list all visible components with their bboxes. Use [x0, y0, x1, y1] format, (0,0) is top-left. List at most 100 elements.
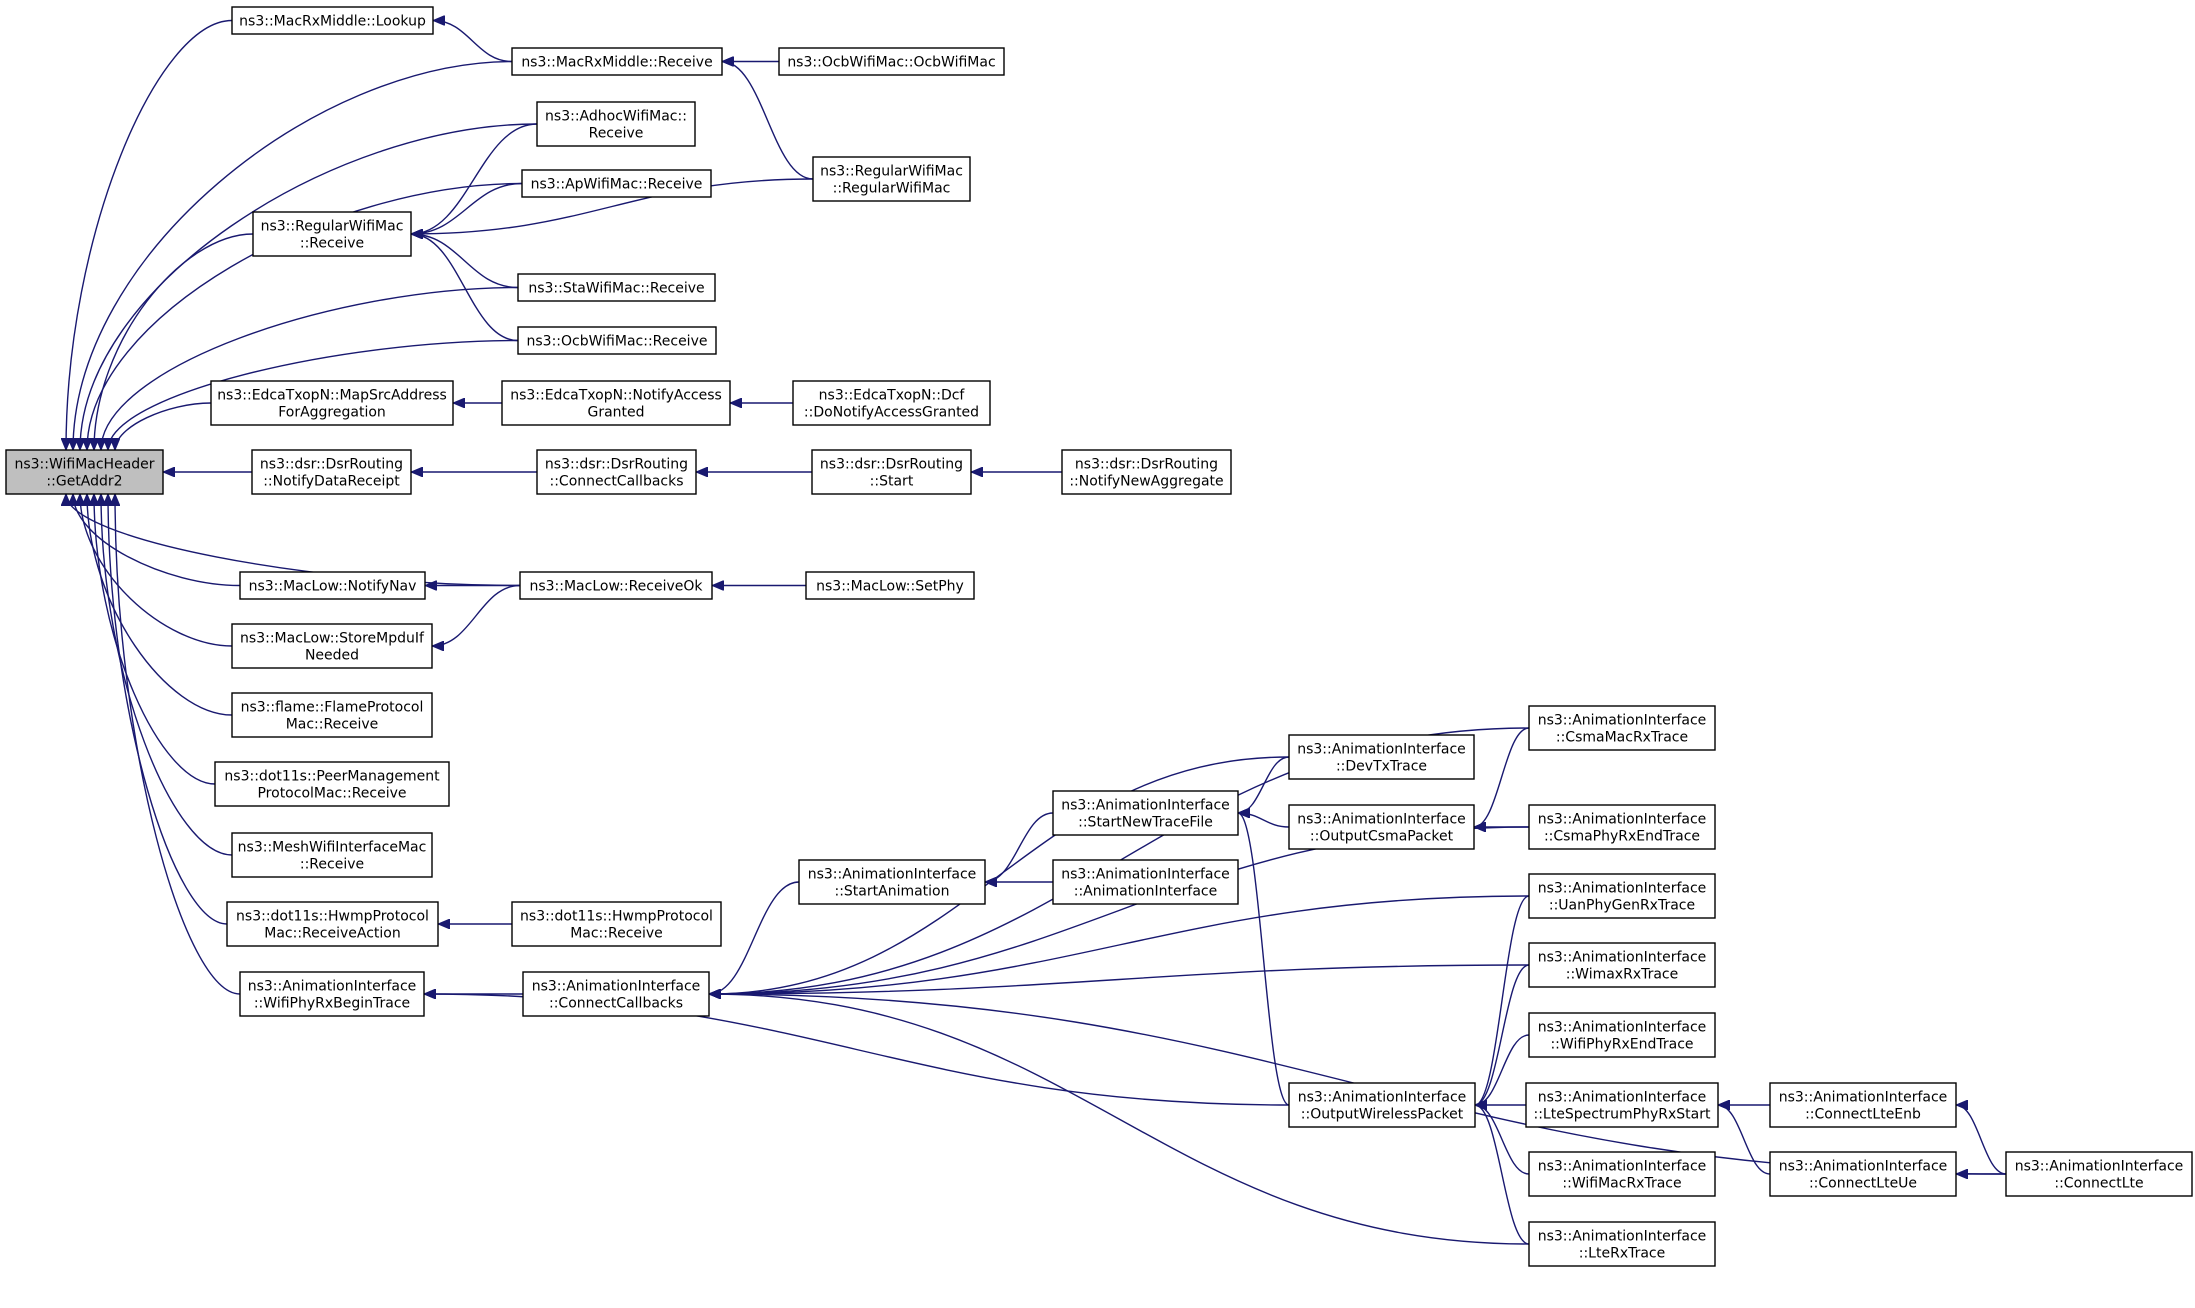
node-regular_ctor[interactable]: ns3::RegularWifiMac::RegularWifiMac: [812, 156, 971, 202]
edge-ocb_recv-to-regular_recv: [411, 234, 519, 342]
node-maclow_setphy[interactable]: ns3::MacLow::SetPhy: [805, 571, 975, 600]
node-box: [792, 380, 991, 426]
edge-anim_lte-to-anim_lteenb: [1955, 1105, 2007, 1175]
node-label-line: ns3::AnimationInterface: [532, 979, 701, 995]
node-label-line: ns3::AnimationInterface: [1061, 867, 1230, 883]
node-regular_recv[interactable]: ns3::RegularWifiMac::Receive: [252, 211, 412, 257]
node-label-line: ::NotifyNewAggregate: [1069, 474, 1223, 490]
node-anim_csmaphyrx[interactable]: ns3::AnimationInterface::CsmaPhyRxEndTra…: [1528, 804, 1716, 850]
node-label-line: ns3::dot11s::HwmpProtocol: [520, 909, 713, 925]
edge-anim_devtx-to-anim_connect: [709, 756, 1290, 994]
edge-anim_wifirxbegin-to-getaddr2: [115, 494, 241, 995]
node-box: [778, 47, 1005, 76]
node-ap_recv[interactable]: ns3::ApWifiMac::Receive: [521, 169, 712, 198]
node-label-line: ns3::AnimationInterface: [248, 979, 417, 995]
node-label-line: ::ConnectCallbacks: [549, 996, 683, 1012]
node-box: [226, 901, 439, 947]
node-sta_recv[interactable]: ns3::StaWifiMac::Receive: [517, 273, 716, 302]
edge-regular_ctor-to-rxm_receive: [722, 62, 814, 180]
node-label-line: Granted: [587, 405, 644, 421]
node-box: [812, 156, 971, 202]
node-label-line: ns3::ApWifiMac::Receive: [531, 177, 703, 193]
node-box: [521, 169, 712, 198]
node-dsr_start[interactable]: ns3::dsr::DsrRouting::Start: [811, 449, 972, 495]
node-ocb_ctor[interactable]: ns3::OcbWifiMac::OcbWifiMac: [778, 47, 1005, 76]
edge-mesh_recv-to-getaddr2: [101, 494, 233, 856]
node-anim_ltespec[interactable]: ns3::AnimationInterface::LteSpectrumPhyR…: [1525, 1082, 1719, 1128]
node-anim_wifirxbegin[interactable]: ns3::AnimationInterface::WifiPhyRxBeginT…: [239, 971, 425, 1017]
node-label-line: ns3::MacLow::ReceiveOk: [529, 579, 703, 595]
node-label-line: ns3::dot11s::PeerManagement: [224, 769, 440, 785]
node-anim_lteue[interactable]: ns3::AnimationInterface::ConnectLteUe: [1769, 1151, 1957, 1197]
node-box: [1528, 705, 1716, 751]
node-label-line: ::LteSpectrumPhyRxStart: [1534, 1107, 1712, 1123]
edge-anim_wimax-to-anim_connect: [709, 964, 1530, 994]
node-maclow_rxok[interactable]: ns3::MacLow::ReceiveOk: [519, 571, 713, 600]
node-label-line: ns3::AnimationInterface: [1538, 812, 1707, 828]
node-anim_lte[interactable]: ns3::AnimationInterface::ConnectLte: [2005, 1151, 2193, 1197]
node-edca_map[interactable]: ns3::EdcaTxopN::MapSrcAddressForAggregat…: [210, 380, 454, 426]
node-anim_connect[interactable]: ns3::AnimationInterface::ConnectCallback…: [522, 971, 710, 1017]
node-dsr_connect[interactable]: ns3::dsr::DsrRouting::ConnectCallbacks: [536, 449, 697, 495]
node-anim_start[interactable]: ns3::AnimationInterface::StartAnimation: [798, 859, 986, 905]
node-anim_wirelesspkt[interactable]: ns3::AnimationInterface::OutputWirelessP…: [1288, 1082, 1476, 1128]
node-box: [231, 623, 433, 669]
node-label-line: ::DoNotifyAccessGranted: [804, 405, 979, 421]
node-peer_recv[interactable]: ns3::dot11s::PeerManagementProtocolMac::…: [214, 761, 450, 807]
node-anim_uan[interactable]: ns3::AnimationInterface::UanPhyGenRxTrac…: [1528, 873, 1716, 919]
node-anim_lterx[interactable]: ns3::AnimationInterface::LteRxTrace: [1528, 1221, 1716, 1267]
node-label-line: ns3::EdcaTxopN::MapSrcAddress: [217, 388, 447, 404]
node-anim_lteenb[interactable]: ns3::AnimationInterface::ConnectLteEnb: [1769, 1082, 1957, 1128]
edge-sta_recv-to-regular_recv: [411, 234, 519, 289]
node-ocb_recv[interactable]: ns3::OcbWifiMac::Receive: [517, 326, 717, 355]
node-maclow_nav[interactable]: ns3::MacLow::NotifyNav: [239, 571, 426, 600]
node-anim_wifimacrx[interactable]: ns3::AnimationInterface::WifiMacRxTrace: [1528, 1151, 1716, 1197]
edge-adhoc_recv-to-regular_recv: [411, 123, 538, 234]
node-anim_wimax[interactable]: ns3::AnimationInterface::WimaxRxTrace: [1528, 942, 1716, 988]
node-rxm_receive[interactable]: ns3::MacRxMiddle::Receive: [511, 47, 723, 76]
node-dsr_newagg[interactable]: ns3::dsr::DsrRouting::NotifyNewAggregate: [1061, 449, 1232, 495]
edge-anim_csmaphyrx-to-anim_connect: [709, 826, 1530, 994]
node-label-line: ns3::AnimationInterface: [1297, 742, 1466, 758]
node-label-line: ns3::MeshWifiInterfaceMac: [238, 840, 427, 856]
node-anim_newtrace[interactable]: ns3::AnimationInterface::StartNewTraceFi…: [1052, 790, 1239, 836]
node-dsr_notify[interactable]: ns3::dsr::DsrRouting::NotifyDataReceipt: [251, 449, 412, 495]
edge-anim_devtx-to-anim_newtrace: [1237, 756, 1290, 813]
node-anim_ctor[interactable]: ns3::AnimationInterface::AnimationInterf…: [1052, 859, 1239, 905]
edge-adhoc_recv-to-getaddr2: [80, 123, 538, 450]
node-anim_devtx[interactable]: ns3::AnimationInterface::DevTxTrace: [1288, 734, 1475, 780]
node-label-line: ns3::AnimationInterface: [1538, 950, 1707, 966]
edge-anim_start-to-anim_connect: [708, 881, 800, 994]
node-anim_wifirxend[interactable]: ns3::AnimationInterface::WifiPhyRxEndTra…: [1528, 1012, 1716, 1058]
edge-peer_recv-to-getaddr2: [94, 494, 216, 785]
node-anim_csmapkt[interactable]: ns3::AnimationInterface::OutputCsmaPacke…: [1288, 804, 1475, 850]
node-anim_csmamacrx[interactable]: ns3::AnimationInterface::CsmaMacRxTrace: [1528, 705, 1716, 751]
edge-flame_recv-to-getaddr2: [87, 494, 233, 716]
node-box: [231, 6, 434, 35]
node-label-line: ::LteRxTrace: [1579, 1246, 1666, 1262]
node-rxm_lookup[interactable]: ns3::MacRxMiddle::Lookup: [231, 6, 434, 35]
node-box: [214, 761, 450, 807]
node-label-line: ::ConnectCallbacks: [549, 474, 683, 490]
node-box: [1288, 804, 1475, 850]
node-label-line: ::StartAnimation: [834, 884, 949, 900]
node-edca_dcf[interactable]: ns3::EdcaTxopN::Dcf::DoNotifyAccessGrant…: [792, 380, 991, 426]
node-hwmp_action[interactable]: ns3::dot11s::HwmpProtocolMac::ReceiveAct…: [226, 901, 439, 947]
node-label-line: ::WifiPhyRxEndTrace: [1550, 1037, 1693, 1053]
node-adhoc_recv[interactable]: ns3::AdhocWifiMac::Receive: [536, 101, 696, 147]
node-label-line: ::StartNewTraceFile: [1078, 815, 1213, 831]
node-label-line: ns3::dsr::DsrRouting: [820, 457, 963, 473]
node-edca_notify[interactable]: ns3::EdcaTxopN::NotifyAccessGranted: [501, 380, 731, 426]
node-label-line: ns3::EdcaTxopN::Dcf: [819, 388, 966, 404]
node-box: [239, 971, 425, 1017]
node-label-line: ns3::OcbWifiMac::OcbWifiMac: [787, 55, 995, 71]
edge-ap_recv-to-getaddr2: [87, 182, 523, 451]
node-mesh_recv[interactable]: ns3::MeshWifiInterfaceMac::Receive: [231, 832, 433, 878]
node-label-line: ::ConnectLteEnb: [1805, 1107, 1921, 1123]
node-getaddr2[interactable]: ns3::WifiMacHeader::GetAddr2: [5, 449, 164, 495]
node-box: [1528, 1221, 1716, 1267]
node-box: [1769, 1082, 1957, 1128]
